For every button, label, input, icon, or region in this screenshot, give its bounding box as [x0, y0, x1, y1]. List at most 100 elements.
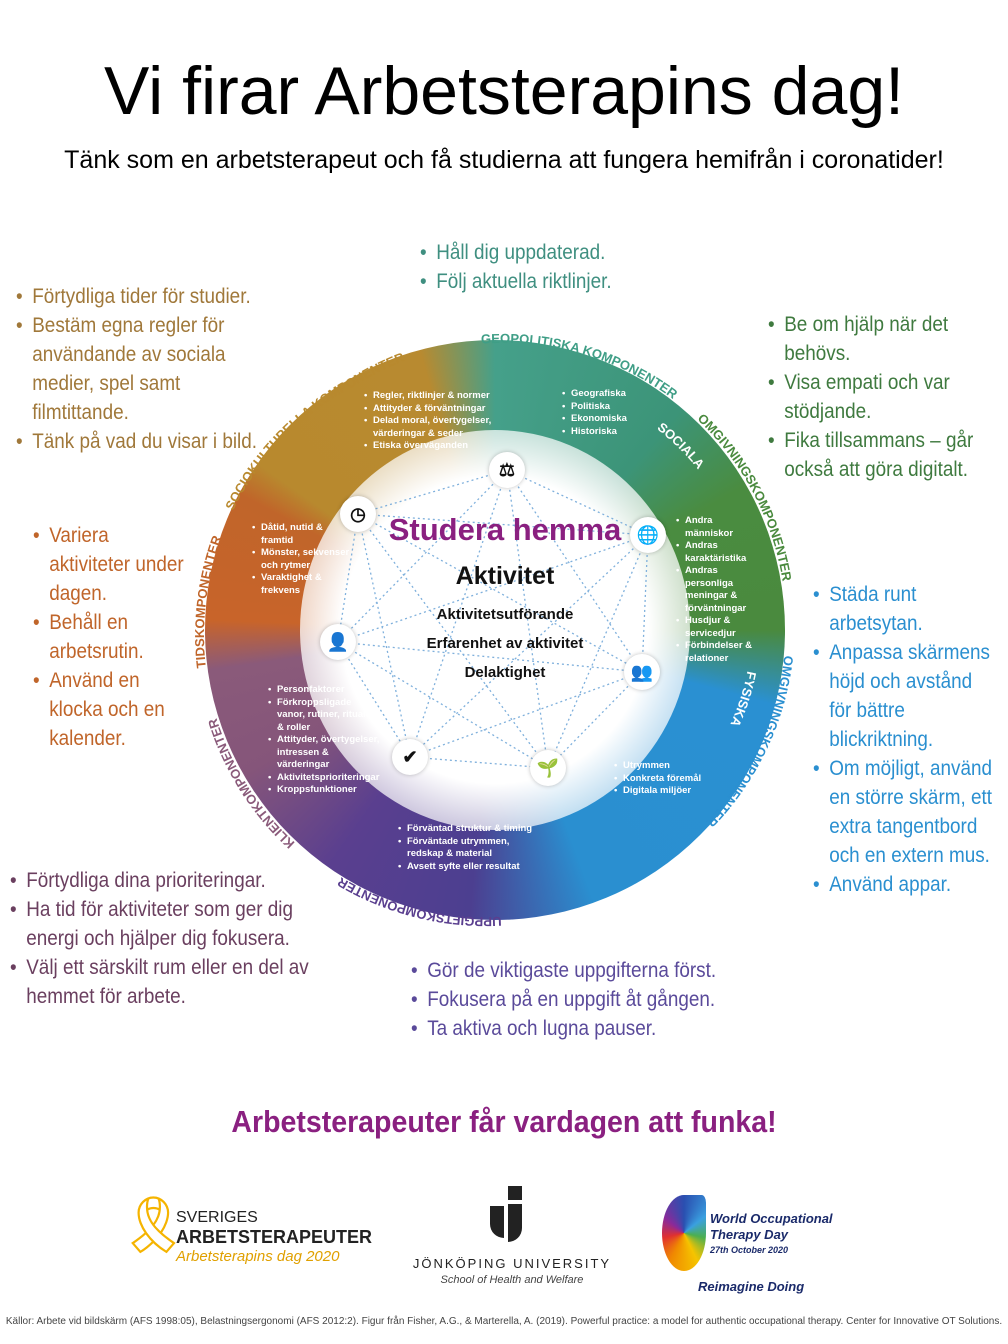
network-line	[337, 641, 549, 769]
network-line	[506, 469, 649, 536]
list-item: Fokusera på en uppgift åt gången.	[411, 985, 716, 1014]
list-item: Använd appar.	[813, 870, 993, 899]
list-item: Andra människor	[676, 515, 762, 540]
tips-top-left: Förtydliga tider för studier.Bestäm egna…	[16, 282, 273, 456]
list-item: Personfaktorer	[268, 684, 380, 697]
logo-text: JÖNKÖPING UNIVERSITY	[412, 1256, 612, 1271]
list-item: Andras karaktäristika	[676, 540, 762, 565]
list-item: Digitala miljöer	[614, 785, 714, 798]
list-item: Välj ett särskilt rum eller en del av he…	[10, 953, 321, 1011]
tips-left: Variera aktiviteter under dagen.Behåll e…	[33, 521, 186, 753]
label-social: SOCIALA	[655, 419, 708, 472]
list-item: Avsett syfte eller resultat	[398, 861, 538, 874]
ribbon-icon: 🎗	[118, 1193, 190, 1256]
list-item: Behåll en arbetsrutin.	[33, 608, 186, 666]
diagram-activity: Aktivitet	[455, 562, 555, 590]
list-item: Husdjur & servicedjur	[676, 615, 762, 640]
list-item: Politiska	[562, 401, 642, 414]
clock-icon: ◷	[340, 496, 376, 532]
list-item: Regler, riktlinjer & normer	[364, 390, 504, 403]
list-item: Aktivitetsprioriteringar	[268, 772, 380, 785]
label-physical: FYSISKA	[727, 670, 759, 730]
poster-subtitle: Tänk som en arbetsterapeut och få studie…	[64, 146, 944, 174]
tips-bottom-left: Förtydliga dina prioriteringar.Ha tid fö…	[10, 866, 321, 1011]
network-line	[357, 513, 643, 673]
network-line	[409, 469, 508, 758]
list-item: Förväntade utrymmen, redskap & material	[398, 836, 538, 861]
network-line	[547, 534, 649, 769]
list-item: Ha tid för aktiviteter som ger dig energ…	[10, 895, 321, 953]
list-item: Följ aktuella riktlinjer.	[420, 267, 612, 296]
list-item: Visa empati och var stödjande.	[768, 368, 980, 426]
network-line	[357, 513, 411, 758]
list-item: Om möjligt, använd en större skärm, ett …	[813, 754, 993, 870]
list-item: Kroppsfunktioner	[268, 784, 380, 797]
list-item: Gör de viktigaste uppgifterna först.	[411, 956, 716, 985]
network-line	[357, 469, 508, 515]
logo-text: Therapy Day	[710, 1227, 789, 1242]
list-item: Använd en klocka och en kalender.	[33, 666, 186, 753]
network-line	[409, 671, 643, 758]
scale-icon: ⚖	[489, 452, 525, 488]
list-item: Utrymmen	[614, 760, 714, 773]
segment-social: Andra människorAndras karaktäristikaAndr…	[676, 515, 762, 665]
list-item: Förväntad struktur & timing	[398, 823, 538, 836]
list-item: Delad moral, övertygelser, värderingar &…	[364, 415, 504, 440]
label-socio: SOCIOKULTURELLA KOMPONENTER	[222, 349, 407, 512]
diagram-experience: Erfarenhet av aktivitet	[426, 635, 584, 652]
logo-text: SVERIGES	[176, 1209, 258, 1226]
network-line	[337, 469, 508, 643]
network-line	[641, 534, 649, 673]
tips-top: Håll dig uppdaterad.Följ aktuella riktli…	[420, 238, 612, 296]
sources-footer: Källor: Arbete vid bildskärm (AFS 1998:0…	[5, 1316, 1003, 1327]
tips-right: Städa runt arbetsytan.Anpassa skärmens h…	[813, 580, 993, 899]
tips-top-right: Be om hjälp när det behövs.Visa empati o…	[768, 310, 980, 484]
poster-title: Vi firar Arbetsterapins dag!	[103, 53, 905, 129]
list-item: Historiska	[562, 426, 642, 439]
list-item: Konkreta föremål	[614, 773, 714, 786]
list-item: Variera aktiviteter under dagen.	[33, 521, 186, 608]
diagram-participation: Delaktighet	[464, 664, 546, 681]
list-item: Ta aktiva och lugna pauser.	[411, 1014, 716, 1043]
diagram-performance: Aktivitetsutförande	[436, 606, 574, 623]
list-item: Attityder & förväntningar	[364, 403, 504, 416]
list-item: Fika tillsammans – går också att göra di…	[768, 426, 980, 484]
diagram-center-title: Studera hemma	[388, 512, 622, 547]
segment-client: PersonfaktorerFörkroppsligade vanor, rut…	[268, 684, 380, 797]
label-env-social: OMGIVNINGSKOMPONENTER	[695, 411, 795, 583]
list-item: Geografiska	[562, 388, 642, 401]
label-geo: GEOPOLITISKA KOMPONENTER	[481, 331, 681, 402]
list-item: Be om hjälp när det behövs.	[768, 310, 980, 368]
network-lines	[337, 469, 649, 769]
segment-geo: GeografiskaPolitiskaEkonomiskaHistoriska	[562, 388, 642, 438]
list-item: Mönster, sekvenser och rytmer	[252, 547, 352, 572]
list-item: Varaktighet & frekvens	[252, 572, 352, 597]
tips-bottom: Gör de viktigaste uppgifterna först.Foku…	[411, 956, 716, 1043]
logo-text: World Occupational	[710, 1211, 833, 1226]
network-line	[337, 513, 359, 643]
check-icon: ✔	[392, 739, 428, 775]
logo-jonkoping-university: JÖNKÖPING UNIVERSITY School of Health an…	[412, 1186, 612, 1286]
list-item: Förbindelser & relationer	[676, 640, 762, 665]
network-line	[506, 469, 643, 673]
logo-text: 27th October 2020	[710, 1245, 789, 1255]
list-item: Anpassa skärmens höjd och avstånd för bä…	[813, 638, 993, 754]
logo-text: ARBETSTERAPEUTER	[176, 1227, 373, 1247]
wotd-figure-icon	[662, 1195, 706, 1271]
tagline: Arbetsterapeuter får vardagen att funka!	[231, 1104, 777, 1139]
list-item: Etiska överväganden	[364, 440, 504, 453]
network-line	[357, 513, 649, 536]
ju-mark-icon	[490, 1186, 534, 1244]
list-item: Förtydliga dina prioriteringar.	[10, 866, 321, 895]
logo-text: Arbetsterapins dag 2020	[176, 1248, 340, 1265]
network-line	[337, 641, 411, 758]
logo-text: School of Health and Welfare	[440, 1274, 584, 1286]
person-icon: 👤	[320, 624, 356, 660]
list-item: Håll dig uppdaterad.	[420, 238, 612, 267]
list-item: Bestäm egna regler för användande av soc…	[16, 311, 273, 427]
logo-text: Reimagine Doing	[698, 1279, 805, 1294]
network-line	[547, 671, 643, 769]
globe-icon: 🌐	[630, 517, 666, 553]
segment-socio: Regler, riktlinjer & normerAttityder & f…	[364, 390, 504, 453]
